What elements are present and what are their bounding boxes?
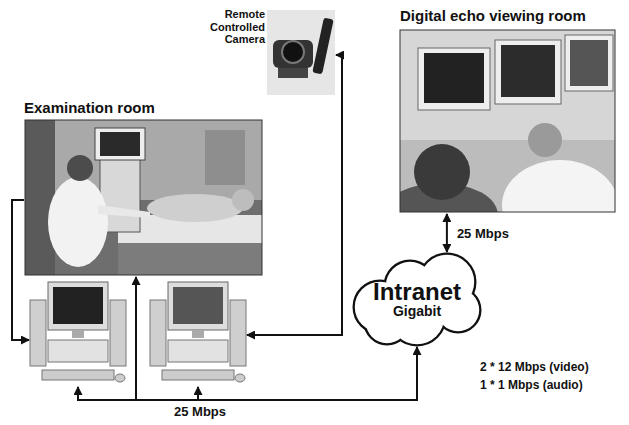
cloud-text: Gigabit (393, 304, 441, 319)
room-heading: Digital echo viewing room (400, 8, 622, 25)
monitor-wire (12, 200, 29, 340)
exam-photo (25, 120, 262, 275)
room-node: Examination room (22, 100, 268, 277)
cloud-text: Intranet (373, 279, 461, 304)
camera-label: Remote Controlled Camera (207, 8, 265, 46)
bandwidth-note: 1 * 1 Mbps (audio) (478, 378, 585, 392)
room-node: Digital echo viewing room (398, 8, 622, 214)
computer-stub (197, 387, 199, 400)
camera-photo (267, 10, 335, 95)
camera-node: Remote Controlled Camera (205, 8, 335, 98)
connector-arrow (446, 214, 448, 252)
bandwidth-label: 25 Mbps (455, 226, 511, 241)
computer-2 (150, 282, 246, 382)
camera-wire (247, 55, 342, 335)
computer-stub (78, 387, 136, 400)
bandwidth-label: 25 Mbps (172, 404, 228, 419)
computer-1 (30, 282, 126, 382)
bandwidth-note: 2 * 12 Mbps (video) (478, 360, 591, 374)
room-heading: Examination room (24, 100, 268, 117)
viewing-photo (400, 30, 615, 212)
cloud-node: IntranetGigabit (352, 252, 482, 347)
